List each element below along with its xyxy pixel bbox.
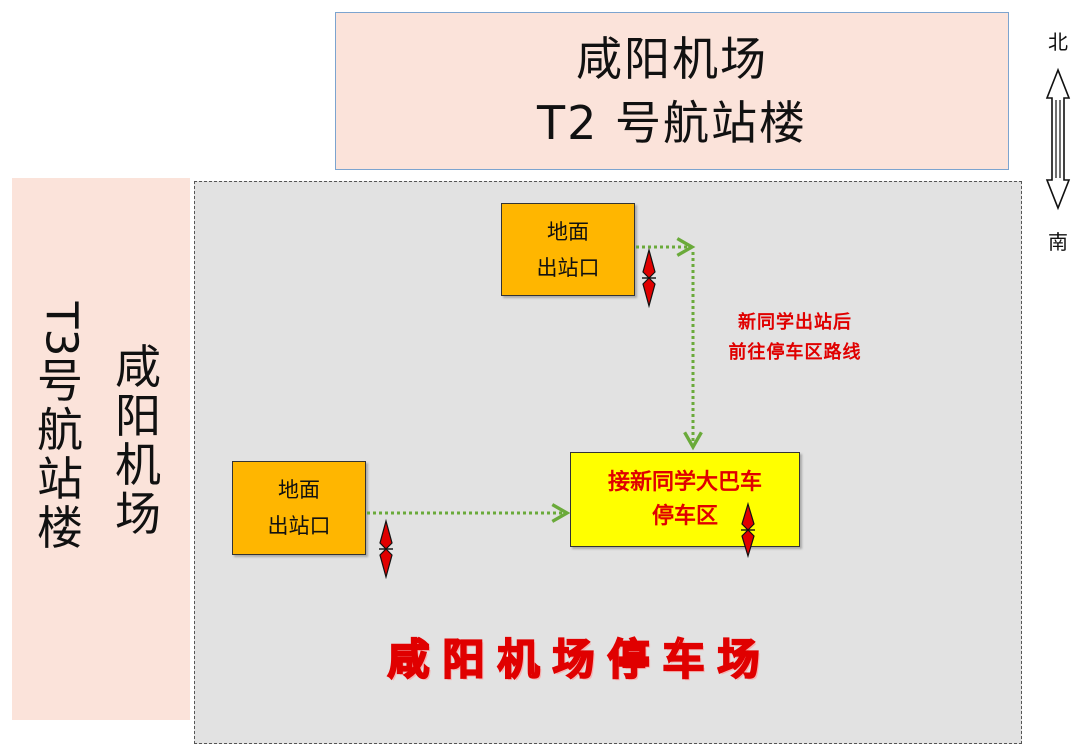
compass-south-label: 南: [1048, 230, 1068, 254]
terminal-t3-name-char: 咸: [115, 340, 161, 394]
location-marker-icon: [379, 518, 393, 580]
ground-exit-left: 地面 出站口: [232, 461, 366, 555]
terminal-t3-label-char: 号: [37, 354, 83, 408]
exit-label-line1: 地面: [547, 219, 589, 244]
route-label-line1: 新同学出站后: [738, 312, 852, 333]
compass-north-label: 北: [1048, 30, 1068, 54]
parking-lot-title: 咸阳机场停车场: [386, 634, 773, 685]
ground-exit-top: 地面 出站口: [501, 203, 635, 296]
bus-pickup-zone: 接新同学大巴车 停车区: [570, 452, 800, 547]
exit-label-line1: 地面: [278, 478, 320, 502]
terminal-t3-name-char: 机: [115, 438, 161, 492]
terminal-t3-name-char: 场: [115, 487, 161, 541]
terminal-t3-label-char: 站: [37, 452, 83, 506]
location-marker-icon: [642, 247, 656, 309]
pickup-label-line2: 停车区: [651, 503, 718, 529]
route-label-line2: 前往停车区路线: [728, 342, 862, 363]
terminal-t2-name: 咸阳机场: [576, 32, 768, 86]
route-arrow-icon: [636, 237, 703, 451]
terminal-t3-label-char: 航: [37, 403, 83, 457]
exit-label-line2: 出站口: [536, 255, 600, 280]
terminal-t3-name-char: 阳: [115, 389, 161, 443]
exit-label-line2: 出站口: [267, 514, 331, 538]
compass-arrow-icon: [1045, 67, 1071, 211]
route-label: 新同学出站后 前往停车区路线: [690, 308, 900, 368]
location-marker-icon: [741, 501, 755, 559]
terminal-t3-name: 咸 阳 机 场: [110, 343, 166, 539]
terminal-t3-label-char: 楼: [37, 501, 83, 555]
pickup-label-line1: 接新同学大巴车: [607, 469, 762, 495]
terminal-t2-block: 咸阳机场 T2 号航站楼: [335, 12, 1009, 170]
terminal-t2-label: T2 号航站楼: [537, 96, 807, 150]
terminal-t3-label: T3 号 航 站 楼: [32, 302, 88, 555]
terminal-t3-block: 咸 阳 机 场 T3 号 航 站 楼: [12, 178, 190, 720]
